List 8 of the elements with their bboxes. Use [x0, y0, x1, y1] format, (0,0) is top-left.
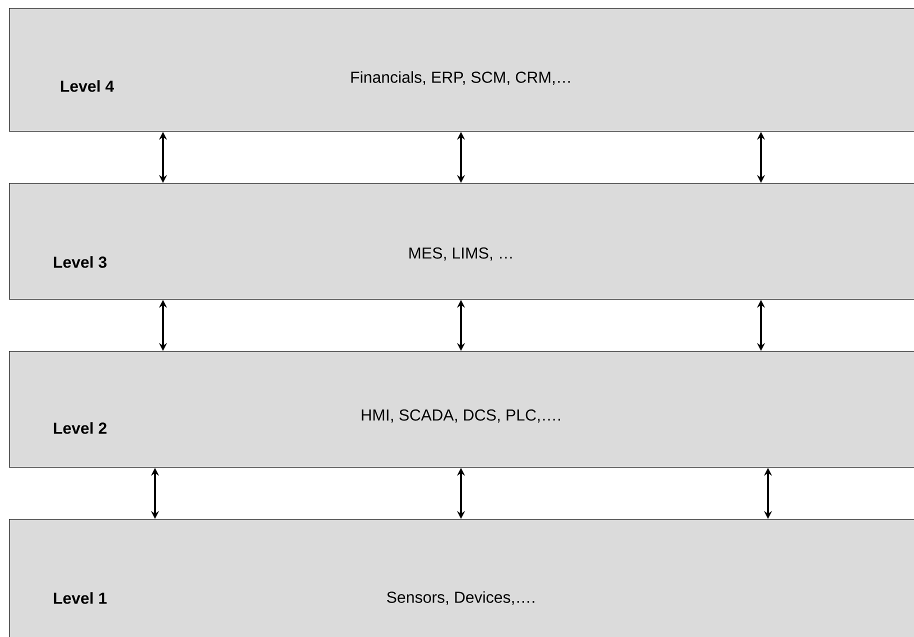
level-label: Level 4	[60, 80, 114, 92]
systems-text: Financials, ERP, SCM, CRM,…	[351, 71, 570, 85]
level-label: Level 2	[54, 422, 106, 434]
systems-text: MES, LIMS, …	[409, 247, 512, 261]
level-label: Level 3	[54, 256, 107, 268]
systems-text: HMI, SCADA, DCS, PLC,….	[362, 409, 560, 423]
level-label: Level 1	[54, 592, 107, 604]
systems-text: Sensors, Devices,….	[387, 591, 534, 605]
